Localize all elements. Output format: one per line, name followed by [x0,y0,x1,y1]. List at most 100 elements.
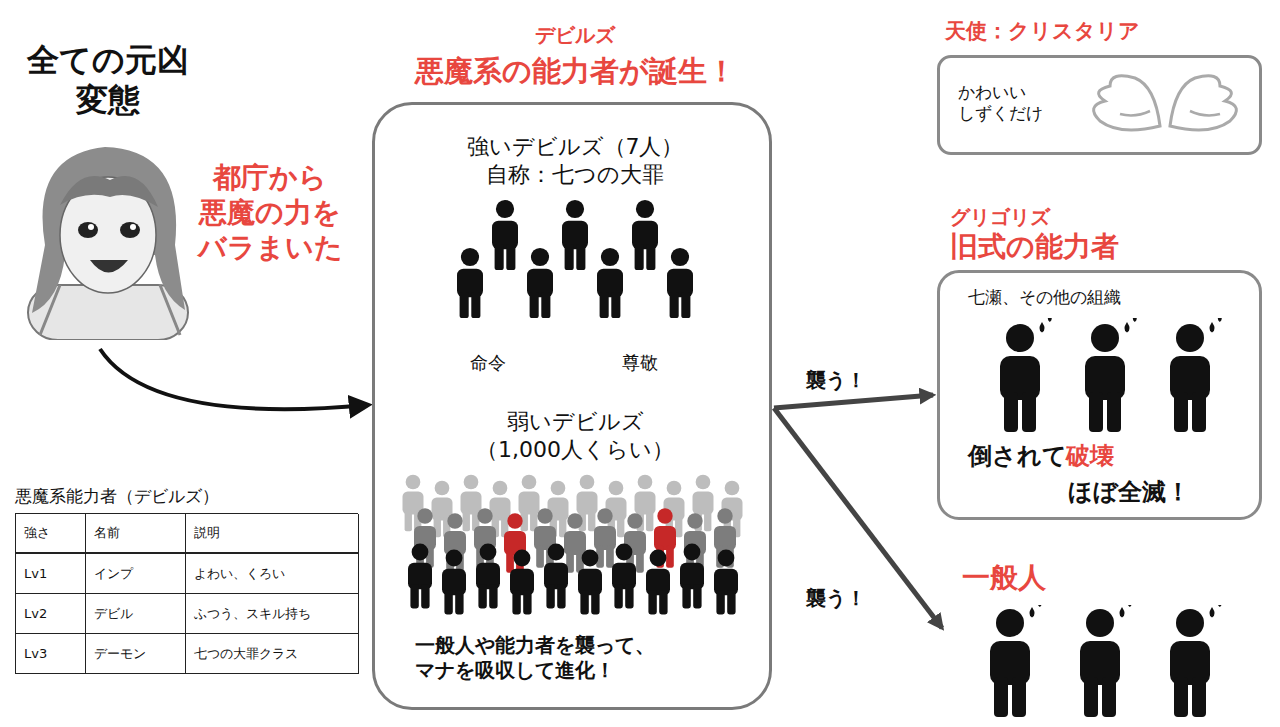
rect-shape [410,584,418,608]
rect-shape [1192,392,1206,432]
circle-shape [447,513,462,528]
sweat-drop [1048,318,1052,322]
circle-shape [417,508,432,523]
circle-shape [566,200,584,218]
circle-shape [616,544,633,561]
person-icon [646,550,670,615]
node-text: かわいい しずくだけ [958,82,1088,125]
rect-shape [512,590,520,614]
eye [120,222,140,238]
rect-shape [463,510,470,531]
rect-shape [576,244,585,270]
culprit-figure: 全ての元凶 変態 [15,40,200,345]
person-icon [597,248,623,318]
circle-shape [601,248,619,266]
wing [1170,76,1236,130]
table-cell: Lv2 [16,594,86,634]
table-cell: 名前 [86,514,186,554]
circle-shape [493,481,508,496]
connector-arrow [774,395,933,408]
text-line: デビルズ [375,23,775,48]
circle-shape [1091,324,1119,352]
node-text: 強いデビルズ（7人） 自称：七つの大罪 [420,133,730,188]
person-icon [1085,324,1125,432]
figure-group [430,195,720,335]
rect-shape [675,516,682,537]
text-line: 命令 [470,352,506,375]
rect-shape [681,292,690,318]
edge-label: 命令 [470,352,506,375]
node-text: 一般人や能力者を襲って、 マナを吸収して進化！ [415,633,755,683]
text-line: 全ての元凶 [15,40,200,80]
people-group: 一般人 [950,560,1260,720]
circle-shape [461,248,479,266]
person-icon [461,475,482,532]
rect-shape [727,590,735,614]
wing-icon [1080,66,1250,146]
rect-shape [455,590,463,614]
person-icon [442,550,466,615]
circle-shape [609,481,624,496]
circle-shape [696,475,711,490]
node-text: デビルズ [375,23,775,48]
edge-label: 襲う！ [806,368,866,393]
person-icon [457,248,483,318]
rect-shape [1012,677,1026,717]
eye-light [130,224,136,230]
rect-shape [565,244,574,270]
mouth [90,260,128,273]
node-text: 悪魔系の能力者が誕生！ [345,53,805,89]
rect-shape [614,584,622,608]
rect-shape [523,590,531,614]
table-cell: 説明 [186,514,359,554]
node-text: ほぼ全滅！ [1068,477,1190,507]
rect-shape [1107,392,1121,432]
person-icon [562,200,588,270]
rect-shape [1084,677,1098,717]
table-cell: 七つの大罪クラス [186,634,359,674]
sweat-drop [1039,322,1044,332]
edge-label: 尊敬 [622,352,658,375]
table-cell: インプ [86,554,186,594]
sweat-drop [1124,322,1129,332]
rect-shape [1004,392,1018,432]
rect-shape [666,546,674,568]
rect-shape [994,677,1008,717]
person-icon [510,550,534,615]
node-text: 七瀬、その他の組織 [968,287,1248,308]
rect-shape [588,510,595,531]
member-group: 弱いデビルズ （1,000人くらい） [390,408,760,628]
hair-strand [40,285,180,335]
node-text: 天使：クリスタリア [945,18,1265,44]
circle-shape [464,475,479,490]
sweat-drop [1209,322,1214,332]
text-line: 七瀬、その他の組織 [968,287,1248,308]
person-icon [612,544,636,609]
person-icon [1170,609,1210,717]
rect-shape [506,551,514,573]
circle-shape [650,550,667,567]
person-icon [714,550,738,615]
circle-shape [435,481,450,496]
rect-shape [646,510,653,531]
sweat-drop [1133,318,1137,322]
rect-shape [606,546,614,568]
rect-shape [460,292,469,318]
rect-shape [580,590,588,614]
rect-shape [530,292,539,318]
text-line: 都庁から [180,160,360,195]
person-icon [403,475,424,532]
table-cell: よわい、くろい [186,554,359,594]
crowd-illustration [395,470,755,630]
circle-shape [1086,609,1114,637]
rect-shape [546,584,554,608]
connector-arrow [100,349,368,409]
text-line: 悪魔系能力者（デビルズ） [15,486,219,507]
circle-shape [551,481,566,496]
rect-shape [495,244,504,270]
circle-shape [725,481,740,496]
rect-shape [421,584,429,608]
sweat-drop [1029,607,1034,617]
connector-arrow [774,408,942,628]
person-icon [492,200,518,270]
